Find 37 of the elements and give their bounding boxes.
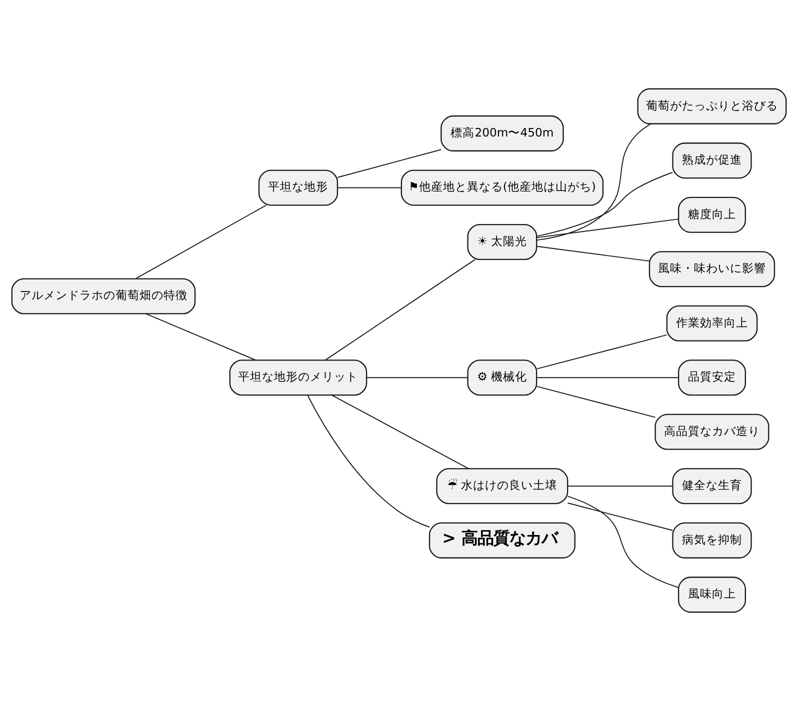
connector xyxy=(567,486,673,487)
connector xyxy=(307,394,430,528)
node-box: 平坦な地形 xyxy=(258,170,338,206)
node-box: 風味向上 xyxy=(678,576,746,613)
node-box: 葡萄がたっぷりと浴びる xyxy=(637,88,787,124)
node-box: > 高品質なカバ xyxy=(428,522,576,558)
node-box: 熟成が促進 xyxy=(672,142,752,179)
connector xyxy=(567,496,679,588)
node-box: 品質安定 xyxy=(678,360,746,396)
connector xyxy=(337,187,402,188)
node-box: 平坦な地形のメリット xyxy=(229,360,368,396)
node-box: 健全な生育 xyxy=(672,468,752,504)
node-box: 高品質なカバ造り xyxy=(654,414,770,450)
connector xyxy=(332,394,470,470)
connector xyxy=(536,172,673,237)
node-box: ⚙ 機械化 xyxy=(467,360,538,396)
node-box: アルメンドラホの葡萄畑の特徴 xyxy=(11,278,196,314)
connector xyxy=(337,149,442,178)
connector xyxy=(536,246,650,262)
node-box: 作業効率向上 xyxy=(666,305,758,342)
connector xyxy=(135,204,267,280)
node-box: 標高200m〜450m xyxy=(440,115,564,152)
connector xyxy=(536,386,656,418)
connector xyxy=(324,259,476,361)
node-box: 風味・味わいに影響 xyxy=(648,251,776,288)
node-box: 糖度向上 xyxy=(678,196,746,233)
connector xyxy=(536,334,668,370)
connector xyxy=(536,123,652,241)
node-box: ⚑他産地と異なる(他産地は山がち) xyxy=(400,170,604,206)
connector xyxy=(536,218,680,238)
node-box: ☔ 水はけの良い土壌 xyxy=(436,468,568,504)
node-box: ☀ 太陽光 xyxy=(467,224,538,260)
node-box: 病気を抑制 xyxy=(672,522,752,558)
connector xyxy=(145,313,256,361)
connector xyxy=(536,377,680,378)
connector xyxy=(567,502,673,531)
connector xyxy=(366,377,468,378)
